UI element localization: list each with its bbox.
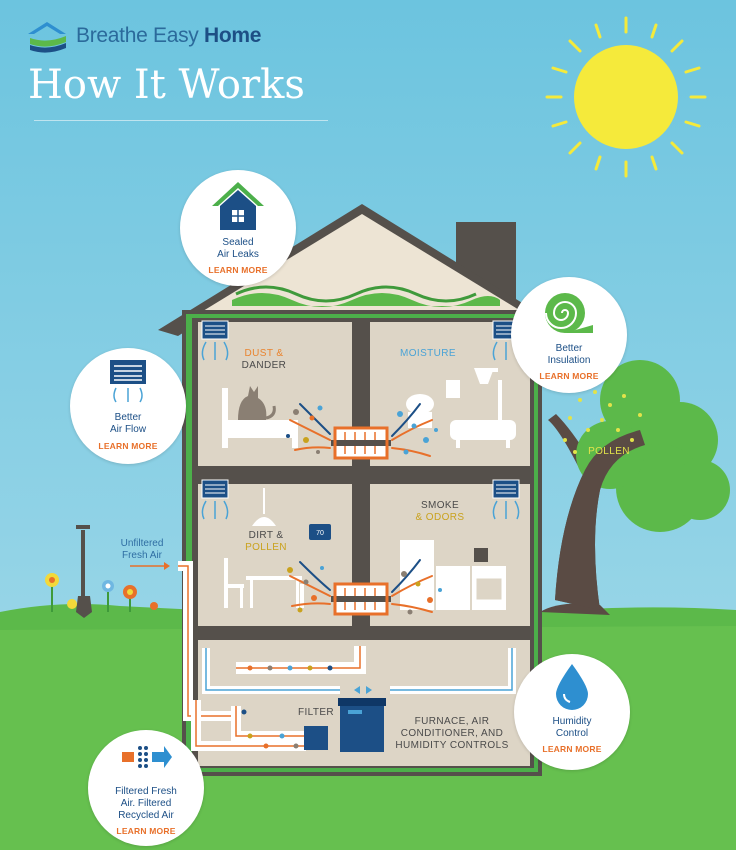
callout-filtered-line2: Air. Filtered [120,798,172,809]
furnace-label: FURNACE, AIR CONDITIONER, AND HUMIDITY C… [392,716,512,752]
callout-humidity-line2: Control [555,728,589,739]
sun-icon [545,16,707,178]
learn-more-link[interactable]: LEARN MORE [542,744,602,754]
room-label-dust: DUST & DANDER [238,348,290,372]
callout-filtered-line3: Recycled Air [118,810,174,821]
brand-name-light: Breathe Easy [76,24,199,47]
callout-airflow-line2: Air Flow [109,424,147,435]
callout-humidity-line1: Humidity [552,716,592,727]
room-label-smoke-line1: SMOKE [420,500,460,511]
furnace-label-line1: FURNACE, AIR [414,716,490,727]
air-flow-arrows [289,403,433,613]
brand-name-bold: Home [204,24,262,47]
room-label-dirt-line1: DIRT & [248,530,284,541]
callout-sealed-air-leaks[interactable]: Sealed Air Leaks LEARN MORE [180,170,296,286]
filter-arrow-icon [122,746,172,768]
air-vent-icon [110,360,146,403]
callout-filtered-label: Filtered Fresh Air. Filtered Recycled Ai… [88,786,204,822]
learn-more-link[interactable]: LEARN MORE [98,441,158,451]
return-arrows [354,686,372,694]
page-title: How It Works [28,62,305,108]
bed-icon [222,388,298,448]
room-label-dirt: DIRT & POLLEN [240,530,292,554]
callout-sealed-line2: Air Leaks [217,249,259,260]
learn-more-link[interactable]: LEARN MORE [539,371,599,381]
callout-humidity-label: Humidity Control [514,716,630,740]
learn-more-link[interactable]: LEARN MORE [208,265,268,275]
house-icon [212,182,264,230]
basement-particles [241,665,333,749]
furnace-label-line3: HUMIDITY CONTROLS [395,740,509,751]
furnace-label-line2: CONDITIONER, AND [400,728,504,739]
callout-better-insulation[interactable]: Better Insulation LEARN MORE [511,277,627,393]
callout-insulation-line2: Insulation [547,355,591,366]
callout-filtered-air[interactable]: Filtered Fresh Air. Filtered Recycled Ai… [88,730,204,846]
flowers-icon [45,573,158,612]
room-label-smoke-line2: & ODORS [415,512,465,523]
unfiltered-air-label: Unfiltered Fresh Air [114,538,170,562]
pollen-label: POLLEN [588,446,630,457]
cat-icon [238,386,276,420]
brand-name: Breathe Easy Home [76,24,261,48]
brand-logo[interactable]: Breathe Easy Home [26,14,261,58]
title-divider [34,120,328,121]
unfiltered-air-line2: Fresh Air [121,550,162,561]
dining-set-icon [224,558,304,608]
callout-airflow-label: Better Air Flow [70,412,186,436]
callout-better-air-flow[interactable]: Better Air Flow LEARN MORE [70,348,186,464]
learn-more-link[interactable]: LEARN MORE [116,826,176,836]
insulation-roll-icon [545,293,593,333]
fresh-air-arrow-icon [130,562,170,570]
svg-text:70: 70 [316,530,324,537]
particles [286,405,442,615]
room-label-dust-line1: DUST & [244,348,284,359]
callout-sealed-label: Sealed Air Leaks [180,237,296,261]
thermostat-icon: 70 [309,524,331,540]
tree-icon [540,360,730,615]
callout-humidity-control[interactable]: Humidity Control LEARN MORE [514,654,630,770]
water-drop-icon [556,664,588,710]
unfiltered-air-line1: Unfiltered [120,538,164,549]
brand-house-icon [28,22,66,53]
callout-airflow-line1: Better [114,412,142,423]
room-filter-units [331,426,391,616]
room-label-smoke: SMOKE & ODORS [408,500,472,524]
shovel-icon [76,525,92,618]
shower-head-icon [474,368,494,384]
room-label-dirt-line2: POLLEN [245,542,287,553]
room-label-dust-line2: DANDER [241,360,287,371]
room-label-moisture: MOISTURE [400,348,456,359]
callout-insulation-label: Better Insulation [511,343,627,367]
filter-label: FILTER [297,707,335,718]
callout-sealed-line1: Sealed [222,237,254,248]
callout-insulation-line1: Better [555,343,583,354]
callout-filtered-line1: Filtered Fresh [115,786,177,797]
furnace-icon [304,698,386,752]
ceiling-lamp-icon [252,488,276,526]
